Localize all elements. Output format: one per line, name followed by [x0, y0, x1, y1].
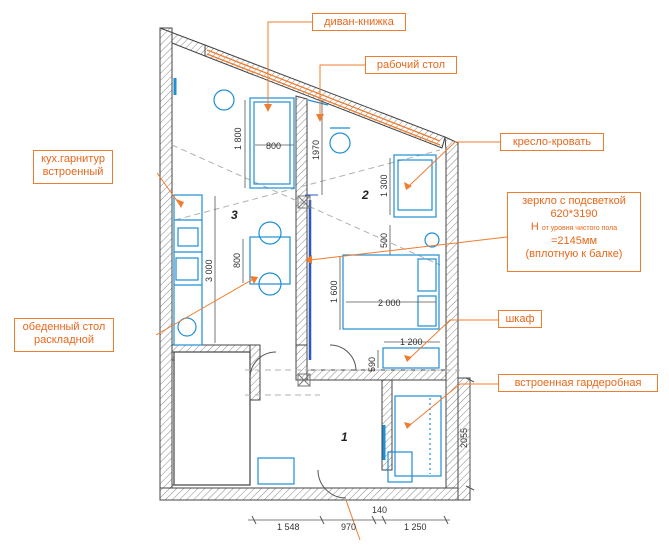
callout-dining-table: обеденный стол раскладной	[14, 318, 114, 352]
window	[206, 49, 441, 146]
callout-mirror-line1: зеркло с подсветкой	[522, 195, 626, 207]
furniture	[173, 78, 442, 485]
leader-arrowheads	[176, 104, 412, 429]
dim-1600: 1 600	[329, 280, 339, 303]
room-number-3: 3	[231, 208, 238, 222]
bed-shape	[342, 254, 440, 330]
dim-1250: 1 250	[404, 522, 427, 532]
junction-markers	[297, 195, 311, 387]
callout-armchair-bed-text: кресло-кровать	[512, 136, 592, 148]
callout-walk-in-closet-text: встроенная гардеробная	[514, 377, 642, 389]
room-number-1: 1	[341, 430, 348, 444]
dim-2055: 2055	[459, 428, 469, 448]
callout-walk-in-closet: встроенная гардеробная	[498, 374, 658, 392]
dim-800-sofa: 800	[266, 141, 281, 151]
dim-800-table: 800	[232, 253, 242, 268]
dim-1970: 1970	[311, 140, 321, 160]
callout-mirror-line2: 620*3190	[550, 208, 598, 220]
dimension-lines	[214, 100, 471, 521]
dim-590: 590	[367, 357, 377, 372]
callout-wardrobe-text: шкаф	[505, 313, 535, 325]
callout-armchair-bed: кресло-кровать	[500, 133, 604, 151]
callout-desk-text: рабочий стол	[376, 59, 446, 71]
sofa-shape	[249, 97, 295, 189]
dim-1200: 1 200	[400, 337, 423, 347]
dim-1548: 1 548	[277, 522, 300, 532]
dim-500: 500	[379, 233, 389, 248]
dining-table-shape	[249, 236, 291, 285]
callout-mirror-line5: (вплотную к балке)	[525, 248, 623, 260]
dim-1300: 1 300	[379, 174, 389, 197]
kitchen-unit-shape	[173, 194, 203, 346]
callout-sofa-bed-text: диван-книжка	[324, 16, 394, 28]
callout-mirror-line3: H от уровня чистого пола	[530, 221, 618, 233]
callout-mirror-line4: =2145мм	[550, 235, 598, 247]
armchair-bed-shape	[393, 154, 437, 218]
dim-140: 140	[372, 505, 387, 515]
dim-970: 970	[341, 522, 356, 532]
callout-kitchen-line1: кух.гарнитур	[41, 153, 105, 165]
callout-sofa-bed: диван-книжка	[312, 13, 406, 31]
bathroom-block	[173, 351, 251, 486]
callout-mirror: зеркло с подсветкой 620*3190 H от уровня…	[507, 192, 641, 272]
dim-2000: 2 000	[378, 298, 401, 308]
wardrobe-shape	[382, 347, 440, 369]
closet-shape	[394, 395, 442, 477]
callout-dining-line1: обеденный стол	[22, 321, 106, 333]
room-number-2: 2	[361, 188, 369, 202]
callout-kitchen: кух.гарнитур встроенный	[33, 150, 113, 184]
dim-1800: 1 800	[233, 127, 243, 150]
dim-3000: 3 000	[204, 259, 214, 282]
callout-wardrobe: шкаф	[498, 310, 542, 328]
callout-dining-line2: раскладной	[34, 334, 94, 346]
guide-lines	[171, 144, 460, 396]
callout-kitchen-line2: встроенный	[42, 166, 104, 178]
leader-lines	[155, 21, 508, 426]
callout-desk: рабочий стол	[365, 56, 457, 74]
dimension-ticks	[251, 377, 475, 525]
